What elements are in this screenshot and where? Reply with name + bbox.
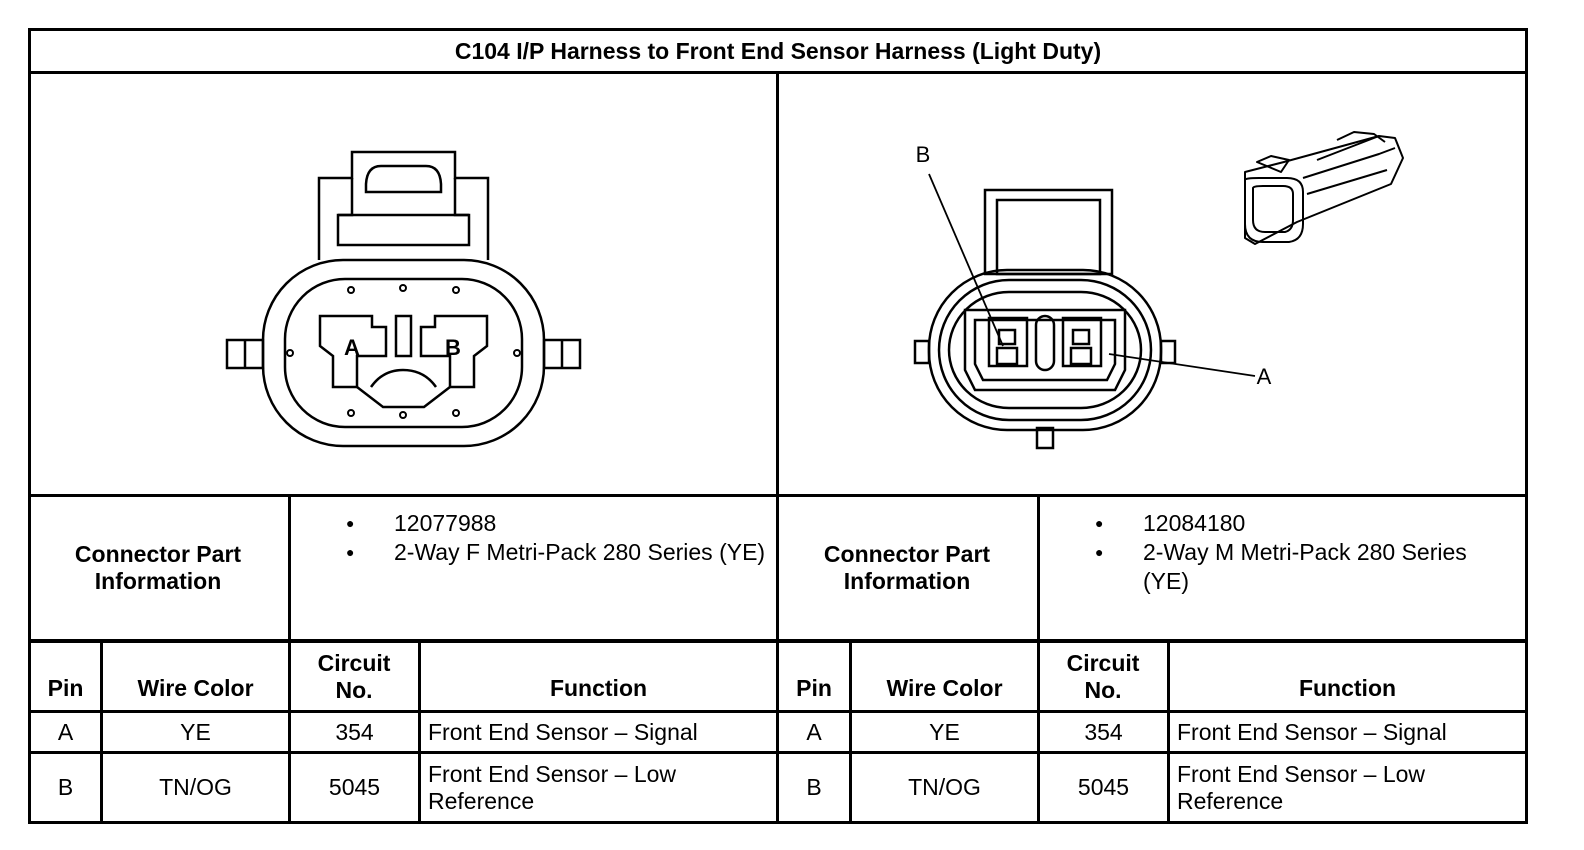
divider-left-pin: [100, 639, 103, 824]
left-header-circuit: Circuit No.: [317, 649, 391, 703]
left-header-pin: Pin: [47, 675, 84, 701]
left-part-info-label: Connector Part Information: [74, 541, 242, 594]
right-header-wire-color: Wire Color: [886, 675, 1003, 701]
right-pin-a-label: A: [1257, 364, 1272, 389]
right-row-b-pin: B: [806, 774, 822, 800]
left-pin-b-label: B: [445, 335, 461, 360]
left-part-info-list: 12077988 2-Way F Metri-Pack 280 Series (…: [338, 509, 768, 567]
right-row-a-circuit: 354: [1084, 718, 1123, 745]
left-row-a-pin: A: [57, 718, 74, 745]
right-connector-diagram: B A: [913, 131, 1404, 450]
divider-left-circuit: [418, 639, 421, 824]
right-row-a-wire-color: YE: [929, 718, 960, 745]
left-row-a-circuit: 354: [335, 718, 374, 745]
right-header-circuit: Circuit No.: [1066, 649, 1140, 703]
left-connector-diagram: A B: [225, 150, 582, 448]
divider-left-part-info: [288, 494, 291, 824]
left-row-b-pin: B: [57, 774, 74, 800]
divider-right-part-info: [1037, 494, 1040, 824]
right-row-a-function: Front End Sensor – Signal: [1177, 718, 1447, 745]
right-part-info-label: Connector Part Information: [823, 541, 991, 594]
left-row-b-circuit: 5045: [328, 774, 381, 800]
divider-right-pin: [849, 639, 852, 824]
right-part-description: 2-Way M Metri-Pack 280 Series (YE): [1087, 538, 1517, 596]
left-pin-a-label: A: [344, 335, 360, 360]
left-row-a-function: Front End Sensor – Signal: [428, 718, 698, 745]
right-row-b-circuit: 5045: [1077, 774, 1130, 800]
right-header-pin: Pin: [796, 675, 832, 701]
left-row-a-wire-color: YE: [180, 718, 211, 745]
left-header-wire-color: Wire Color: [137, 675, 254, 701]
left-part-description: 2-Way F Metri-Pack 280 Series (YE): [338, 538, 768, 567]
divider-center: [776, 71, 779, 824]
right-part-number: 12084180: [1087, 509, 1517, 538]
left-row-b-function: Front End Sensor – Low Reference: [428, 760, 677, 814]
left-header-function: Function: [549, 675, 648, 701]
right-header-function: Function: [1298, 675, 1397, 701]
right-row-b-function: Front End Sensor – Low Reference: [1177, 760, 1426, 814]
right-row-a-pin: A: [806, 718, 822, 745]
right-row-b-wire-color: TN/OG: [908, 774, 981, 800]
left-row-b-wire-color: TN/OG: [159, 774, 232, 800]
right-pin-b-label: B: [916, 142, 931, 167]
left-part-number: 12077988: [338, 509, 768, 538]
right-part-info-list: 12084180 2-Way M Metri-Pack 280 Series (…: [1087, 509, 1517, 596]
divider-right-circuit: [1167, 639, 1170, 824]
page-title: C104 I/P Harness to Front End Sensor Har…: [454, 37, 1102, 64]
